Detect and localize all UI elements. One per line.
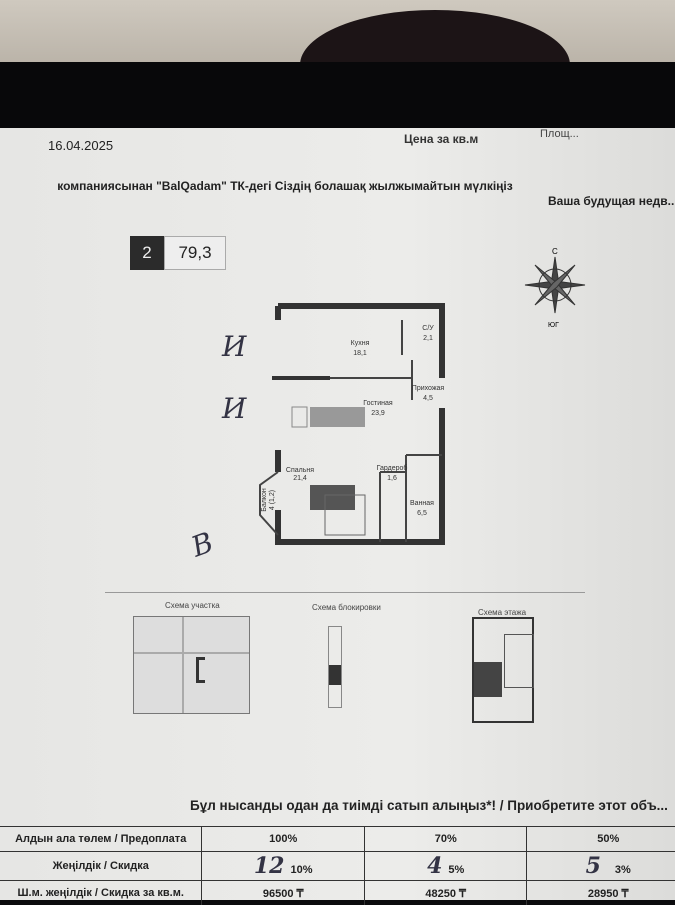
floor-plan: Кухня 18,1 С/У 2,1 Прихожая 4,5 Гостиная… bbox=[230, 300, 460, 550]
room-name: С/У bbox=[422, 325, 434, 332]
compass-south: ЮГ bbox=[548, 322, 559, 329]
room-name: Гардероб bbox=[377, 464, 408, 472]
cell: 70% bbox=[364, 827, 526, 852]
cell: 96500 ₸ bbox=[202, 881, 365, 905]
table-row: Жеңілдік / Скидка 12 10% 4 5% 5 3% bbox=[0, 852, 675, 881]
handwritten-mark: 4 bbox=[427, 853, 442, 879]
cell: 10% bbox=[291, 864, 313, 876]
price-per-sqm-label: Цена за кв.м bbox=[404, 132, 478, 146]
room-area: 1,6 bbox=[387, 475, 397, 482]
divider bbox=[105, 592, 585, 593]
cell: 28950 ₸ bbox=[527, 881, 675, 905]
title-ru: Ваша будущая недв... bbox=[548, 194, 675, 208]
room-name: Кухня bbox=[351, 340, 370, 347]
area-label: Площ... bbox=[540, 128, 579, 140]
room-name: Гостиная bbox=[363, 400, 393, 407]
handwritten-mark: И bbox=[222, 392, 246, 425]
block-scheme bbox=[328, 626, 342, 708]
monitor-bezel bbox=[0, 62, 675, 132]
room-area: 4,5 bbox=[423, 395, 433, 402]
room-area: 18,1 bbox=[353, 350, 367, 357]
row-label: Ш.м. жеңілдік / Скидка за кв.м. bbox=[0, 881, 202, 905]
room-area: 6,5 bbox=[417, 510, 427, 517]
total-area: 79,3 bbox=[164, 236, 226, 270]
floor-scheme-label: Схема этажа bbox=[478, 608, 526, 617]
room-name: Прихожая bbox=[412, 385, 445, 392]
cell: 100% bbox=[202, 827, 365, 852]
table-row: Алдын ала төлем / Предоплата 100% 70% 50… bbox=[0, 827, 675, 852]
document-date: 16.04.2025 bbox=[48, 138, 113, 153]
cell: 48250 ₸ bbox=[364, 881, 526, 905]
title-kz: компаниясынан "BalQadam" ТК-дегі Сіздің … bbox=[50, 178, 520, 195]
cell: 3% bbox=[615, 864, 631, 876]
row-label: Алдын ала төлем / Предоплата bbox=[0, 827, 202, 852]
handwritten-mark: И bbox=[222, 330, 246, 363]
room-name: Спальня bbox=[286, 467, 314, 474]
cell: 5% bbox=[448, 864, 464, 876]
table-row: Ш.м. жеңілдік / Скидка за кв.м. 96500 ₸ … bbox=[0, 881, 675, 905]
row-label: Жеңілдік / Скидка bbox=[0, 852, 202, 881]
handwritten-mark: 5 bbox=[586, 853, 601, 879]
room-name: Балкон bbox=[261, 488, 268, 512]
promo-text: Бұл нысанды одан да тиімді сатып алыңыз*… bbox=[190, 798, 668, 813]
room-area: 21,4 bbox=[293, 475, 307, 482]
site-scheme-label: Схема участка bbox=[165, 601, 220, 610]
room-area: 23,9 bbox=[371, 410, 385, 417]
floor-scheme bbox=[472, 617, 534, 723]
site-scheme bbox=[133, 616, 250, 714]
room-area: 4 (1,2) bbox=[269, 490, 276, 510]
handwritten-mark: 12 bbox=[254, 853, 285, 879]
room-area: 2,1 bbox=[423, 335, 433, 342]
room-name: Ванная bbox=[410, 500, 434, 507]
compass-north: С bbox=[552, 247, 558, 256]
compass-rose-icon: С ЮГ bbox=[515, 245, 595, 330]
block-scheme-label: Схема блокировки bbox=[312, 603, 381, 612]
room-count: 2 bbox=[130, 236, 164, 270]
cell: 50% bbox=[527, 827, 675, 852]
discount-table: Алдын ала төлем / Предоплата 100% 70% 50… bbox=[0, 826, 675, 905]
